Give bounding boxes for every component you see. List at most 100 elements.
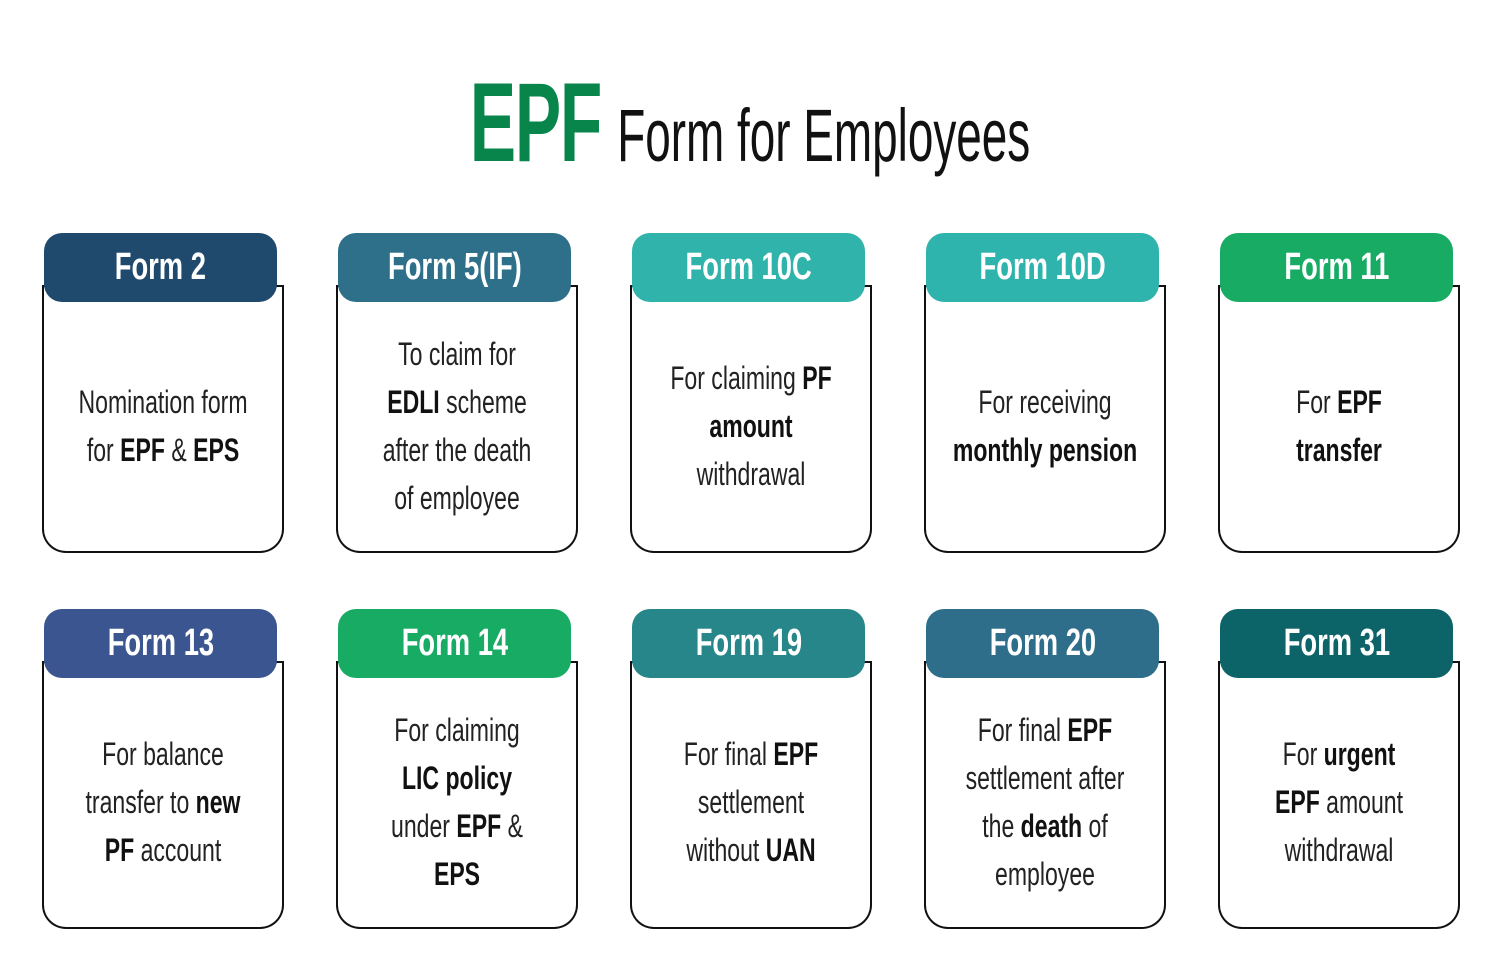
plain-text: For receiving: [978, 384, 1112, 420]
description-line: EPS: [349, 850, 565, 898]
plain-text: withdrawal: [696, 456, 806, 492]
description-line: of employee: [349, 474, 565, 522]
description-line: transfer: [1231, 426, 1447, 474]
emphasis-text: new: [195, 784, 241, 820]
plain-text: without: [686, 832, 766, 868]
card-header: Form 2: [44, 233, 277, 302]
description-line: settlement: [643, 778, 859, 826]
emphasis-text: monthly pension: [952, 432, 1138, 468]
emphasis-text: EDLI: [387, 384, 440, 420]
description-line: LIC policy: [349, 754, 565, 802]
card-body: [336, 661, 578, 929]
card-description-wrap: Nomination form for EPF & EPS: [42, 285, 284, 553]
form-name: Form 11: [1284, 246, 1389, 288]
card-body: [924, 661, 1166, 929]
emphasis-text: urgent: [1323, 736, 1396, 772]
description-line: For final EPF: [937, 706, 1153, 754]
emphasis-text: EPF: [773, 736, 819, 772]
description-line: For final EPF: [643, 730, 859, 778]
card-body: [1218, 285, 1460, 553]
description-line: for EPF & EPS: [55, 426, 271, 474]
card-header: Form 19: [632, 609, 865, 678]
card-header: Form 31: [1220, 609, 1453, 678]
plain-text: after the death: [382, 432, 532, 468]
description-line: without UAN: [643, 826, 859, 874]
description-line: For EPF: [1231, 378, 1447, 426]
plain-text: withdrawal: [1284, 832, 1394, 868]
card-body: [1218, 661, 1460, 929]
description-line: For urgent: [1231, 730, 1447, 778]
title-highlight: EPF: [469, 60, 603, 185]
emphasis-text: amount: [709, 408, 793, 444]
description-line: under EPF &: [349, 802, 565, 850]
description-line: To claim for: [349, 330, 565, 378]
emphasis-text: EPF: [1337, 384, 1382, 420]
card-header: Form 13: [44, 609, 277, 678]
emphasis-text: EPF: [120, 432, 165, 468]
card-header: Form 10D: [926, 233, 1159, 302]
description-line: EDLI scheme: [349, 378, 565, 426]
plain-text: &: [164, 432, 194, 468]
form-name: Form 19: [695, 622, 802, 664]
description-line: For claiming: [349, 706, 565, 754]
card-description-wrap: For balance transfer to new PF account: [42, 661, 284, 929]
description-line: employee: [937, 850, 1153, 898]
description-line: EPF amount: [1231, 778, 1447, 826]
emphasis-text: EPF: [1067, 712, 1113, 748]
plain-text: transfer to: [85, 784, 196, 820]
card-body: [336, 285, 578, 553]
description-line: For balance: [55, 730, 271, 778]
emphasis-text: EPS: [433, 856, 481, 892]
plain-text: under: [391, 808, 457, 844]
form-description: For EPF transfer: [1231, 378, 1447, 474]
card-body: [42, 285, 284, 553]
plain-text: For final: [683, 736, 774, 772]
card-header: Form 5(IF): [338, 233, 571, 302]
plain-text: Nomination form: [78, 384, 248, 420]
emphasis-text: EPS: [193, 432, 240, 468]
description-line: PF account: [55, 826, 271, 874]
plain-text: settlement after: [965, 760, 1125, 796]
emphasis-text: PF: [802, 360, 832, 396]
form-card: Form 13 For balance transfer to new PF acco…: [42, 609, 284, 929]
plain-text: For claiming: [670, 360, 803, 396]
form-name: Form 31: [1283, 622, 1390, 664]
form-card: Form 10D For receiving monthly pension: [924, 233, 1166, 553]
plain-text: for: [86, 432, 121, 468]
form-name: Form 10D: [979, 246, 1106, 288]
card-body: [630, 285, 872, 553]
description-line: settlement after: [937, 754, 1153, 802]
card-header: Form 14: [338, 609, 571, 678]
description-line: For receiving: [937, 378, 1153, 426]
description-line: monthly pension: [937, 426, 1153, 474]
emphasis-text: transfer: [1296, 432, 1382, 468]
form-card: Form 2 Nomination form for EPF & EPS: [42, 233, 284, 553]
form-name: Form 10C: [685, 246, 812, 288]
description-line: withdrawal: [1231, 826, 1447, 874]
card-header: Form 10C: [632, 233, 865, 302]
form-name: Form 20: [989, 622, 1096, 664]
plain-text: of: [1082, 808, 1108, 844]
card-header: Form 11: [1220, 233, 1453, 302]
emphasis-text: death: [1020, 808, 1083, 844]
plain-text: For claiming: [394, 712, 520, 748]
plain-text: of employee: [394, 480, 520, 516]
description-line: For claiming PF: [643, 354, 859, 402]
card-body: [42, 661, 284, 929]
form-description: For receiving monthly pension: [937, 378, 1153, 474]
card-body: [630, 661, 872, 929]
plain-text: &: [501, 808, 523, 844]
emphasis-text: LIC policy: [401, 760, 513, 796]
